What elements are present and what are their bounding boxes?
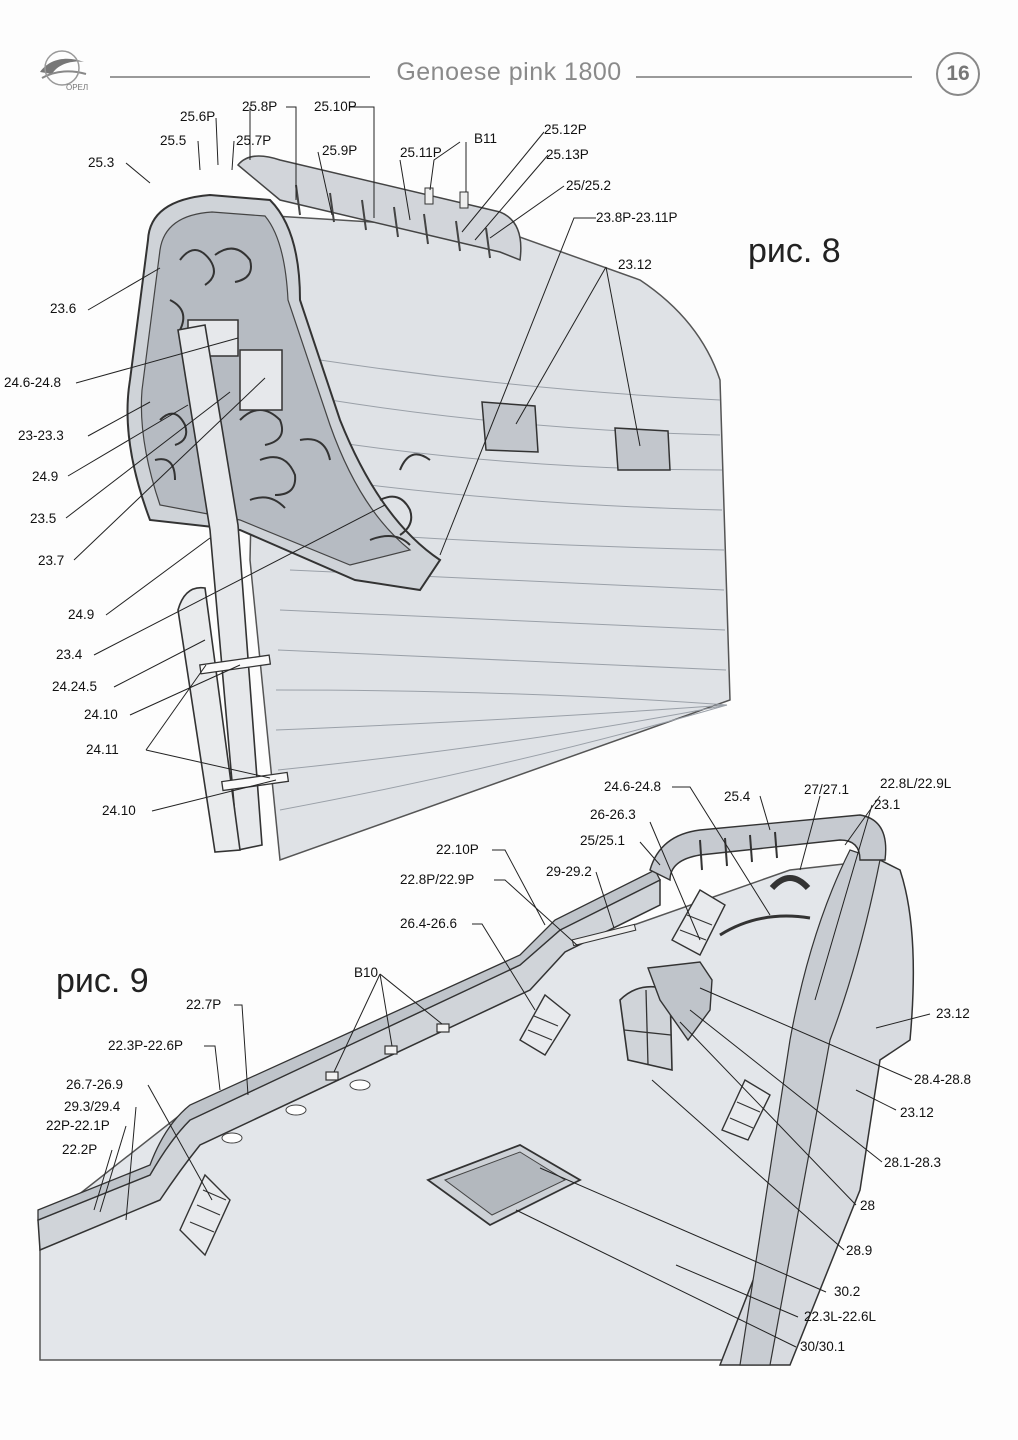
callout: 22.8L/22.9L [880, 776, 952, 791]
callout: 25.7P [236, 133, 272, 148]
callout: 23.6 [50, 301, 77, 316]
callout: 28 [860, 1198, 876, 1213]
callout: 25.8P [242, 99, 278, 114]
fig9-deck [37, 814, 915, 1366]
callout: 28.1-28.3 [884, 1155, 942, 1170]
figure-9-label: рис. 9 [56, 962, 149, 1000]
bird-logo-icon [40, 50, 87, 86]
callout: 23.8P-23.11P [596, 210, 678, 225]
callout: 23.1 [874, 797, 901, 812]
header-rule-left [110, 76, 370, 78]
callout: 25.3 [88, 155, 115, 170]
callout: 25.6P [180, 109, 216, 124]
callout: 25.12P [544, 122, 587, 137]
callout: 23.5 [30, 511, 57, 526]
callout: 23.7 [38, 553, 65, 568]
callout: 22.10P [436, 842, 479, 857]
callout: 24.24.5 [52, 679, 98, 694]
fig9-leaders [93, 786, 931, 1348]
callout: 23.12 [900, 1105, 934, 1120]
callout: 25.13P [546, 147, 589, 162]
callout: 23.12 [618, 257, 652, 272]
logo-text: OPEЛ [66, 83, 89, 92]
callout: 28.9 [846, 1243, 873, 1258]
callout: 22P-22.1P [46, 1118, 110, 1133]
figure-8-label: рис. 8 [748, 232, 841, 270]
header-rule-right [636, 76, 912, 78]
callout: 28.4-28.8 [914, 1072, 972, 1087]
callout: 22.3P-22.6P [108, 1038, 184, 1053]
page-number: 16 [936, 52, 980, 96]
callout: 29-29.2 [546, 864, 592, 879]
fig8-hull [126, 155, 731, 862]
callout: 25/25.2 [566, 178, 612, 193]
callout: 26-26.3 [590, 807, 636, 822]
callout: 24.6-24.8 [4, 375, 62, 390]
callout: 23-23.3 [18, 428, 64, 443]
callout: 25.9P [322, 143, 358, 158]
callout: B11 [474, 131, 498, 146]
callout: 22.2P [62, 1142, 98, 1157]
callout: 30/30.1 [800, 1339, 846, 1354]
callout: 24.9 [32, 469, 59, 484]
callout: 25.5 [160, 133, 187, 148]
callout: 25.11P [400, 145, 442, 160]
page-title: Genoese pink 1800 [396, 58, 622, 86]
callout: 27/27.1 [804, 782, 850, 797]
callout: 22.8P/22.9P [400, 872, 475, 887]
callout: 26.4-26.6 [400, 916, 458, 931]
callout: 23.12 [936, 1006, 970, 1021]
callout: 24.6-24.8 [604, 779, 662, 794]
callout: 29.3/29.4 [64, 1099, 121, 1114]
callout: 25.10P [314, 99, 357, 114]
callout: 25/25.1 [580, 833, 626, 848]
callout: 22.3L-22.6L [804, 1309, 877, 1324]
callout: 24.10 [84, 707, 118, 722]
callout: 24.10 [102, 803, 136, 818]
callout: 22.7P [186, 997, 222, 1012]
fig8-leaders [65, 106, 641, 812]
callout: 24.11 [86, 742, 119, 757]
callout: 30.2 [834, 1284, 861, 1299]
callout: B10 [354, 965, 379, 980]
callout: 23.4 [56, 647, 83, 662]
callout: 26.7-26.9 [66, 1077, 124, 1092]
callout: 25.4 [724, 789, 751, 804]
callout: 24.9 [68, 607, 95, 622]
